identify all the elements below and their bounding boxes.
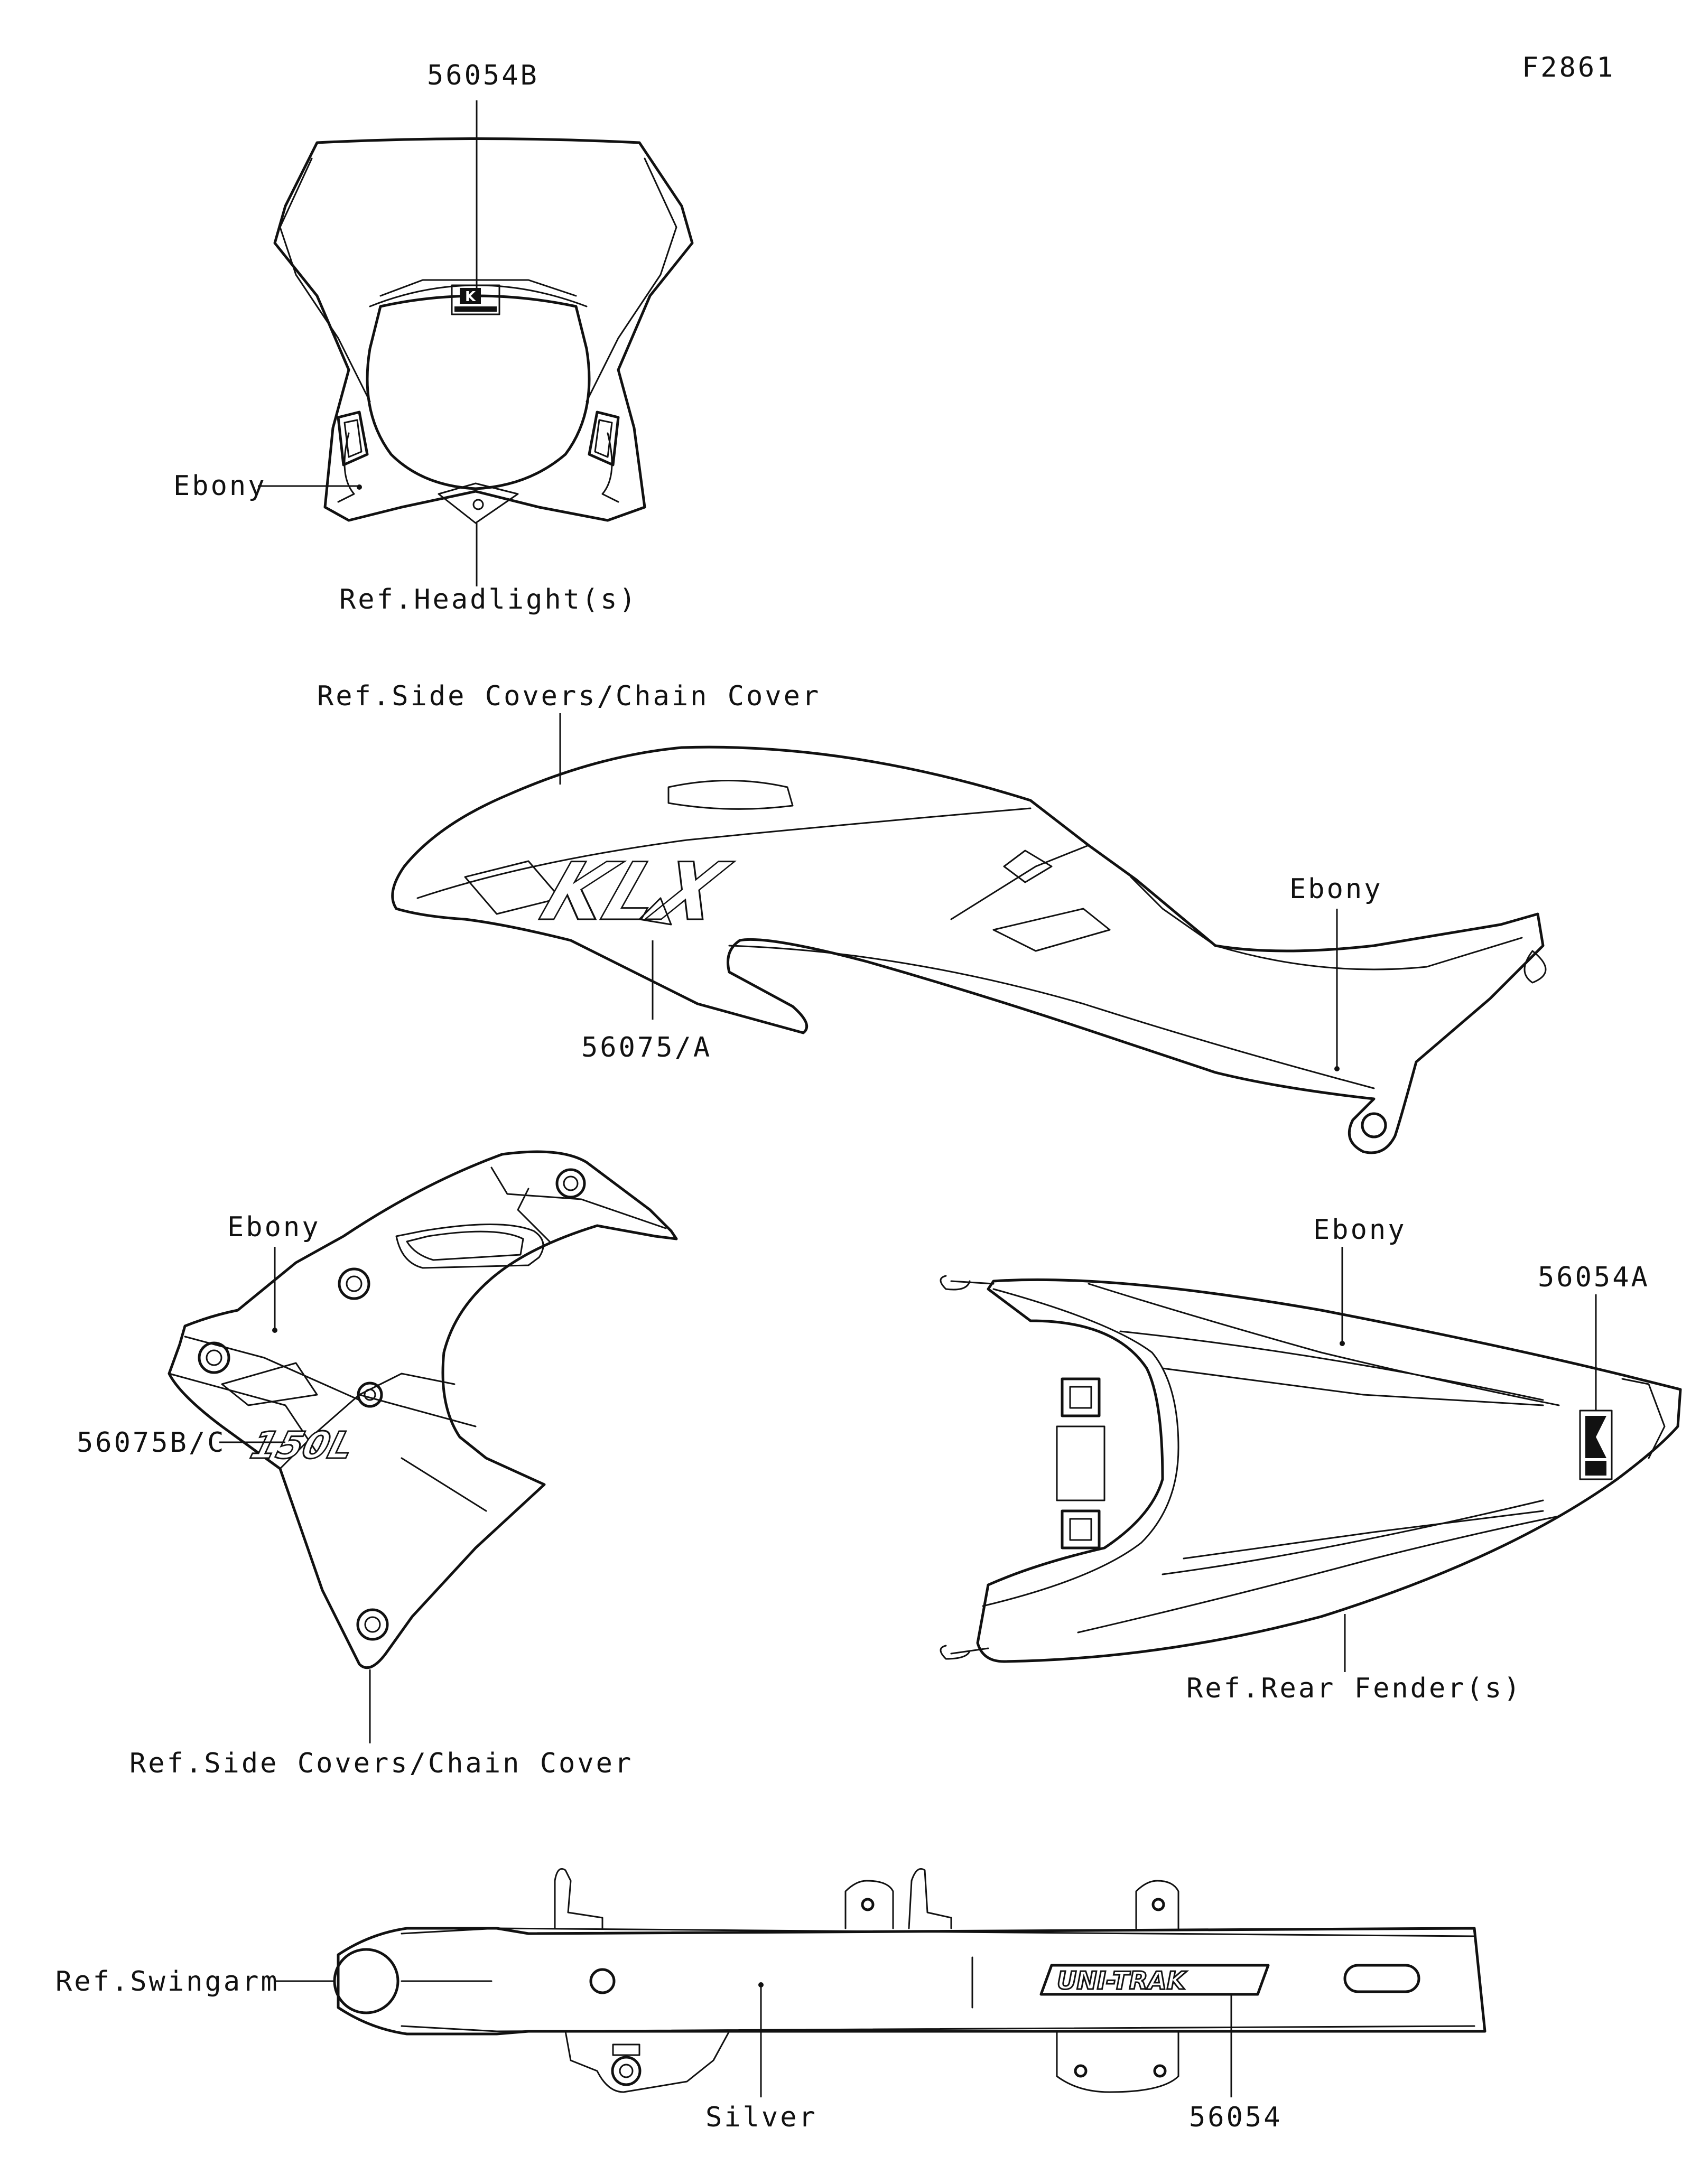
side-cover: KLX: [391, 745, 1547, 1154]
uni-trak-logo: UNI-TRAK: [1057, 1966, 1187, 1995]
label-56054: 56054: [1189, 2102, 1283, 2133]
label-56054B: 56054B: [427, 60, 539, 91]
label-ref-rear-fender: Ref.Rear Fender(s): [1186, 1673, 1522, 1704]
rear-fender: [940, 1275, 1682, 1663]
label-ref-side-covers-top: Ref.Side Covers/Chain Cover: [317, 680, 821, 712]
label-swingarm-silver: Silver: [705, 2102, 817, 2133]
radiator-shroud: 150L: [168, 1150, 678, 1669]
diagram-id: F2861: [1522, 52, 1615, 83]
label-ref-headlight: Ref.Headlight(s): [339, 584, 638, 615]
label-fender-ebony: Ebony: [1313, 1214, 1407, 1246]
label-shroud-ebony: Ebony: [227, 1211, 321, 1243]
label-ref-swingarm: Ref.Swingarm: [55, 1966, 280, 1998]
label-56075A: 56075/A: [581, 1032, 712, 1063]
label-headlight-ebony: Ebony: [173, 470, 267, 502]
label-56075BC: 56075B/C: [77, 1427, 226, 1459]
150l-logo: 150L: [246, 1424, 359, 1467]
headlight-cowl: K: [273, 137, 694, 524]
label-56054A: 56054A: [1538, 1262, 1650, 1293]
label-side-cover-ebony: Ebony: [1289, 873, 1383, 905]
klx-logo: KLX: [531, 846, 741, 938]
swingarm: UNI-TRAK: [333, 1868, 1486, 2093]
label-ref-side-covers-bottom: Ref.Side Covers/Chain Cover: [129, 1748, 633, 1779]
kawasaki-k-emblem: K: [465, 289, 476, 305]
